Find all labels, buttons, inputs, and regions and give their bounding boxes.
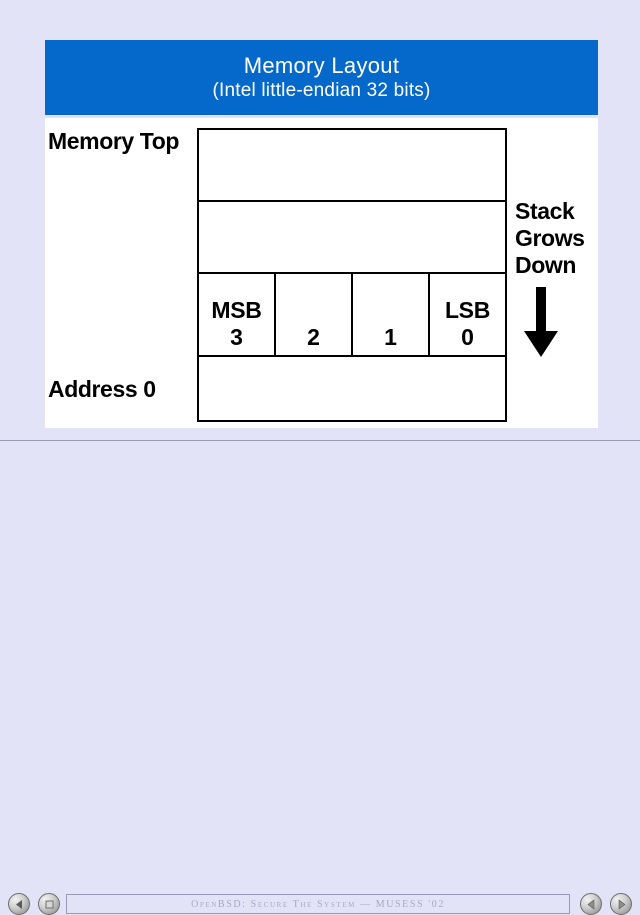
arrow-down-icon — [519, 287, 595, 364]
memory-byte-cell-1: 1 — [353, 274, 430, 355]
presentation-toolbar: OpenBSD: Secure The System — MUSESS '02 — [0, 440, 640, 915]
byte-significance-label-msb: MSB — [211, 297, 262, 323]
stack-note-line-2: Grows — [515, 225, 585, 251]
stack-note-line-1: Stack — [515, 198, 575, 224]
byte-index-0: 0 — [461, 324, 474, 350]
stack-note-line-3: Down — [515, 252, 576, 278]
memory-byte-cell-3: MSB 3 — [199, 274, 276, 355]
memory-layout-table: MSB 3 2 1 LSB 0 — [197, 128, 507, 422]
address-zero-label: Address 0 — [48, 376, 156, 402]
memory-row-empty-bottom — [199, 357, 505, 420]
byte-index-1: 1 — [384, 324, 397, 350]
square-icon — [45, 900, 53, 908]
byte-significance-label-lsb: LSB — [444, 297, 491, 323]
slide-title-banner: Memory Layout (Intel little-endian 32 bi… — [45, 40, 598, 115]
triangle-left-icon — [587, 898, 594, 910]
page-subtitle: (Intel little-endian 32 bits) — [212, 79, 431, 101]
byte-index-3: 3 — [230, 324, 243, 350]
next-slide-button[interactable] — [610, 893, 632, 915]
memory-row-empty-top — [199, 130, 505, 202]
stop-button[interactable] — [38, 893, 60, 915]
status-text: OpenBSD: Secure The System — MUSESS '02 — [191, 898, 445, 910]
slide-canvas: Memory Layout (Intel little-endian 32 bi… — [0, 0, 640, 440]
memory-top-label: Memory Top — [48, 128, 180, 154]
slide-body-panel: Memory Top Address 0 MSB 3 2 1 — [45, 118, 598, 428]
byte-index-2: 2 — [307, 324, 320, 350]
first-slide-button[interactable] — [8, 893, 30, 915]
triangle-right-icon — [618, 898, 625, 910]
triangle-left-icon — [15, 899, 22, 909]
memory-row-empty-second — [199, 202, 505, 274]
stack-grows-down-annotation: Stack Grows Down — [515, 198, 595, 364]
previous-slide-button[interactable] — [580, 893, 602, 915]
memory-byte-cell-2: 2 — [276, 274, 353, 355]
memory-byte-cell-0: LSB 0 — [430, 274, 505, 355]
status-bar: OpenBSD: Secure The System — MUSESS '02 — [66, 894, 570, 914]
page-title: Memory Layout — [243, 52, 400, 78]
memory-row-word: MSB 3 2 1 LSB 0 — [199, 274, 505, 357]
